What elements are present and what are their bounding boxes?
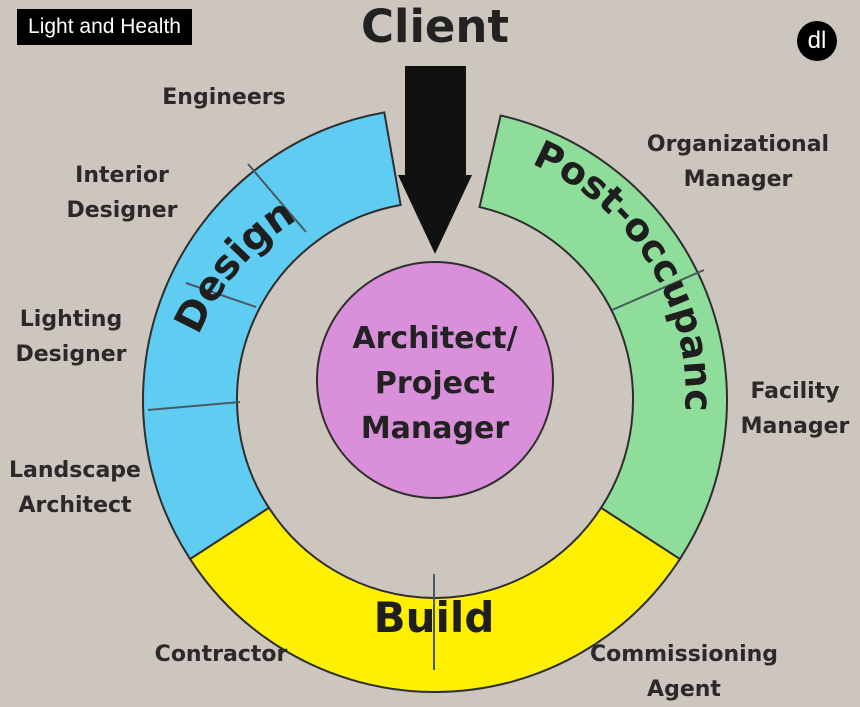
light-and-health-badge: Light and Health — [17, 9, 192, 45]
client-label: Client — [361, 0, 509, 53]
role-label-line: Lighting — [19, 307, 123, 332]
center-label-line: Architect/ — [352, 321, 518, 356]
center-label: Architect/ Project Manager — [352, 316, 517, 451]
role-label-line: Engineers — [162, 85, 286, 110]
center-circle — [316, 261, 554, 499]
divider-line — [147, 401, 241, 411]
role-label-line: Landscape — [9, 458, 141, 483]
role-label-line: Facility — [750, 379, 840, 404]
role-lighting-designer: Lighting Designer — [16, 302, 127, 372]
role-landscape-architect: Landscape Architect — [9, 453, 141, 523]
role-label-line: Architect — [18, 493, 132, 518]
role-label-line: Designer — [66, 198, 178, 223]
role-label-line: Designer — [15, 342, 127, 367]
role-organizational-manager: Organizational Manager — [647, 127, 829, 197]
role-label-line: Contractor — [154, 642, 288, 667]
dl-logo: dl — [797, 21, 837, 61]
role-interior-designer: Interior Designer — [67, 158, 178, 228]
role-label-line: Manager — [740, 414, 850, 439]
role-label-line: Agent — [647, 677, 721, 702]
role-facility-manager: Facility Manager — [741, 374, 850, 444]
role-commissioning-agent: Commissioning Agent — [590, 637, 778, 707]
role-label-line: Organizational — [646, 132, 830, 157]
role-label-line: Commissioning — [589, 642, 779, 667]
role-engineers: Engineers — [162, 80, 285, 115]
client-arrow-icon — [398, 66, 472, 254]
role-contractor: Contractor — [155, 637, 288, 672]
build-label: Build — [374, 593, 495, 642]
center-label-line: Project — [374, 366, 496, 401]
divider-line — [247, 163, 307, 233]
role-label-line: Interior — [75, 163, 169, 188]
center-label-line: Manager — [360, 411, 510, 446]
design-segment — [142, 111, 402, 561]
divider-line — [611, 269, 705, 311]
divider-line — [185, 282, 257, 308]
post-occupancy-segment — [478, 114, 729, 561]
role-label-line: Manager — [683, 167, 793, 192]
